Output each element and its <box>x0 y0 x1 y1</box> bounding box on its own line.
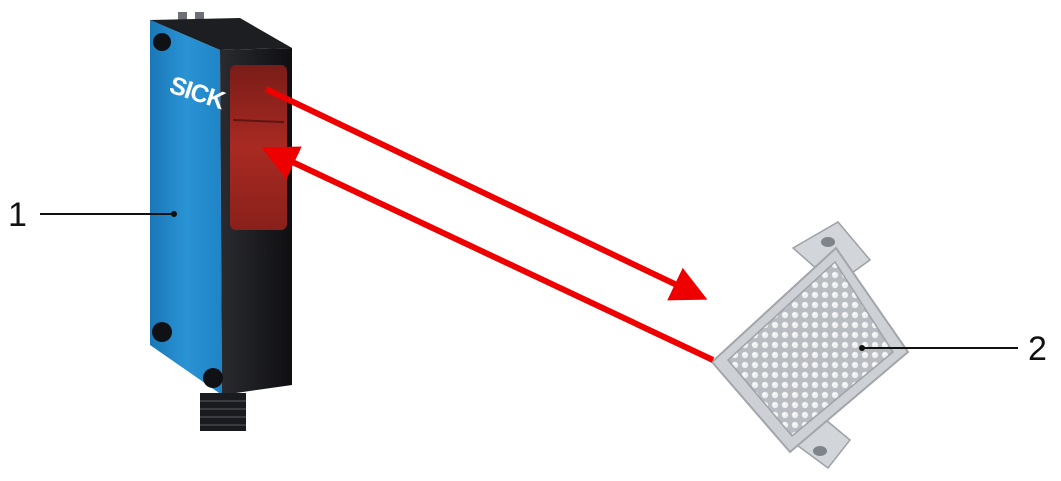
callout-2-dot <box>859 345 865 351</box>
photoelectric-sensor-icon: SICK <box>150 12 292 431</box>
light-beams <box>266 89 713 360</box>
mounting-hole-top <box>153 33 171 51</box>
callout-1-dot <box>171 211 177 217</box>
mounting-hole-bottom-right <box>203 368 223 388</box>
emitted-beam-arrow <box>266 89 702 297</box>
callout-2-number: 2 <box>1028 330 1047 368</box>
mounting-hole-bottom-left <box>152 322 172 342</box>
prismatic-reflector-icon <box>712 222 908 468</box>
callout-1-number: 1 <box>8 196 27 234</box>
reflected-beam-arrow <box>267 150 713 360</box>
optics-window <box>230 65 287 230</box>
